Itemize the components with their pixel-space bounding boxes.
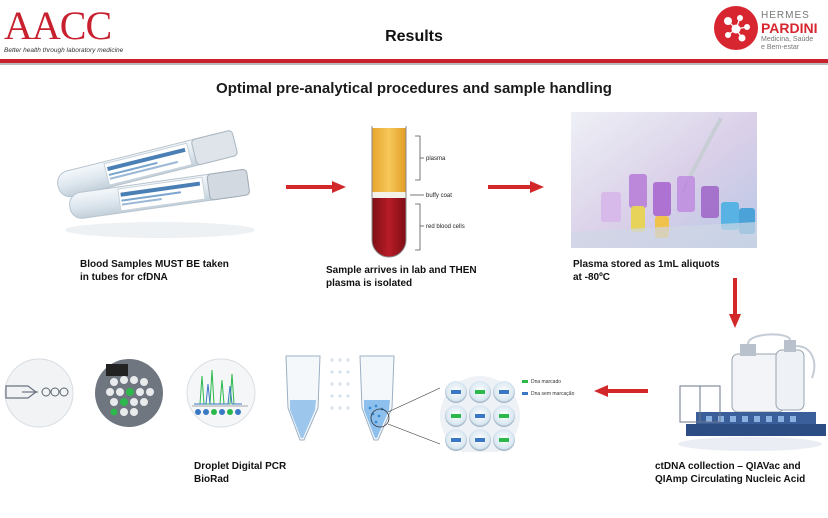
legend-dna-unmarked: Dna sem marcação xyxy=(531,391,575,397)
hermes-pardini-logo: HERMES PARDINI Medicina, Saúde e Bem-est… xyxy=(714,6,826,54)
caption-sample-arrives-line1: Sample arrives in lab and THEN xyxy=(326,265,477,276)
centrifuged-tube-image: plasma buffy coat red blood cells xyxy=(371,126,465,258)
qiavac-manifold-image xyxy=(678,333,826,451)
slide-title: Results xyxy=(385,28,443,45)
caption-ddpcr-line1: Droplet Digital PCR xyxy=(194,461,287,472)
tube-label-buffy-coat: buffy coat xyxy=(426,193,452,199)
aacc-logo-tagline: Better health through laboratory medicin… xyxy=(4,47,124,54)
hp-logo-line2: PARDINI xyxy=(761,20,818,36)
caption-ctdna-collection: ctDNA collection – QIAVac and QIAmp Circ… xyxy=(655,460,828,486)
caption-blood-samples-line1: Blood Samples MUST BE taken xyxy=(80,259,229,270)
arrow-right-icon xyxy=(488,181,544,193)
ddpcr-images xyxy=(4,358,256,428)
aacc-logo: AACC Better health through laboratory me… xyxy=(4,6,134,56)
caption-ctdna-collection-line1: ctDNA collection – QIAVac and xyxy=(655,461,801,472)
arrow-down-icon xyxy=(729,278,741,328)
caption-ddpcr-line2: BioRad xyxy=(194,474,229,485)
caption-ctdna-collection-line2: QIAmp Circulating Nucleic Acid xyxy=(655,474,806,485)
hp-logo-line1: HERMES xyxy=(761,10,810,21)
caption-blood-samples: Blood Samples MUST BE taken in tubes for… xyxy=(80,258,260,284)
legend-dna-marked: Dna marcado xyxy=(531,379,561,385)
caption-ddpcr: Droplet Digital PCR BioRad xyxy=(194,460,374,486)
caption-plasma-stored: Plasma stored as 1mL aliquots at -80ºC xyxy=(573,258,753,284)
arrow-left-icon xyxy=(594,385,648,397)
hp-logo-line3: Medicina, Saúde xyxy=(761,36,814,43)
tube-label-red-blood-cells: red blood cells xyxy=(426,224,465,230)
caption-plasma-stored-line2: at -80ºC xyxy=(573,272,610,283)
caption-blood-samples-line2: in tubes for cfDNA xyxy=(80,272,168,283)
hermes-pardini-logo-mark xyxy=(714,6,758,50)
header-divider-red xyxy=(0,59,828,63)
caption-sample-arrives: Sample arrives in lab and THEN plasma is… xyxy=(326,264,506,290)
caption-sample-arrives-line2: plasma is isolated xyxy=(326,278,413,289)
caption-plasma-stored-line1: Plasma stored as 1mL aliquots xyxy=(573,259,720,270)
hp-logo-line4: e Bem-estar xyxy=(761,44,800,51)
droplet-partition-image: Dna marcado Dna sem marcação xyxy=(285,355,575,452)
cfdna-tubes-image xyxy=(57,130,255,238)
aacc-logo-word: AACC xyxy=(4,3,112,48)
slide-subtitle: Optimal pre-analytical procedures and sa… xyxy=(216,80,612,97)
plasma-aliquots-image xyxy=(571,112,757,248)
arrow-right-icon xyxy=(286,181,346,193)
header-divider-grey xyxy=(0,63,828,65)
tube-label-plasma: plasma xyxy=(426,156,446,162)
